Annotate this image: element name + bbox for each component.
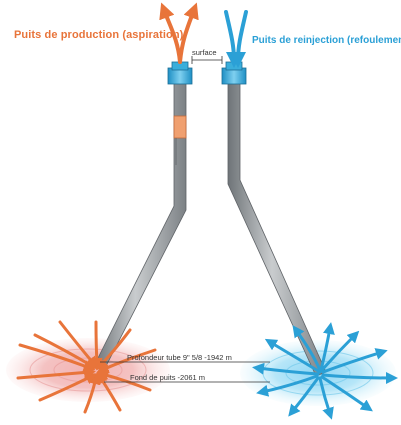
production-well-pipe bbox=[94, 82, 186, 370]
surface-label: surface bbox=[192, 48, 217, 57]
pump-icon bbox=[174, 116, 186, 138]
reinjection-well-title: Puits de reinjection (refoulement) bbox=[252, 35, 401, 46]
production-wellhead bbox=[168, 62, 192, 84]
production-well-title: Puits de production (aspiration) bbox=[14, 29, 183, 41]
tube-depth-label: Profondeur tube 9" 5/8 -1942 m bbox=[127, 353, 232, 362]
well-bottom-label: Fond de puits -2061 m bbox=[130, 373, 205, 382]
reinjection-wellhead bbox=[222, 62, 246, 84]
reinjection-inflow-arrows bbox=[226, 12, 246, 60]
surface-line bbox=[192, 56, 222, 64]
reinjection-well-pipe bbox=[228, 82, 326, 376]
